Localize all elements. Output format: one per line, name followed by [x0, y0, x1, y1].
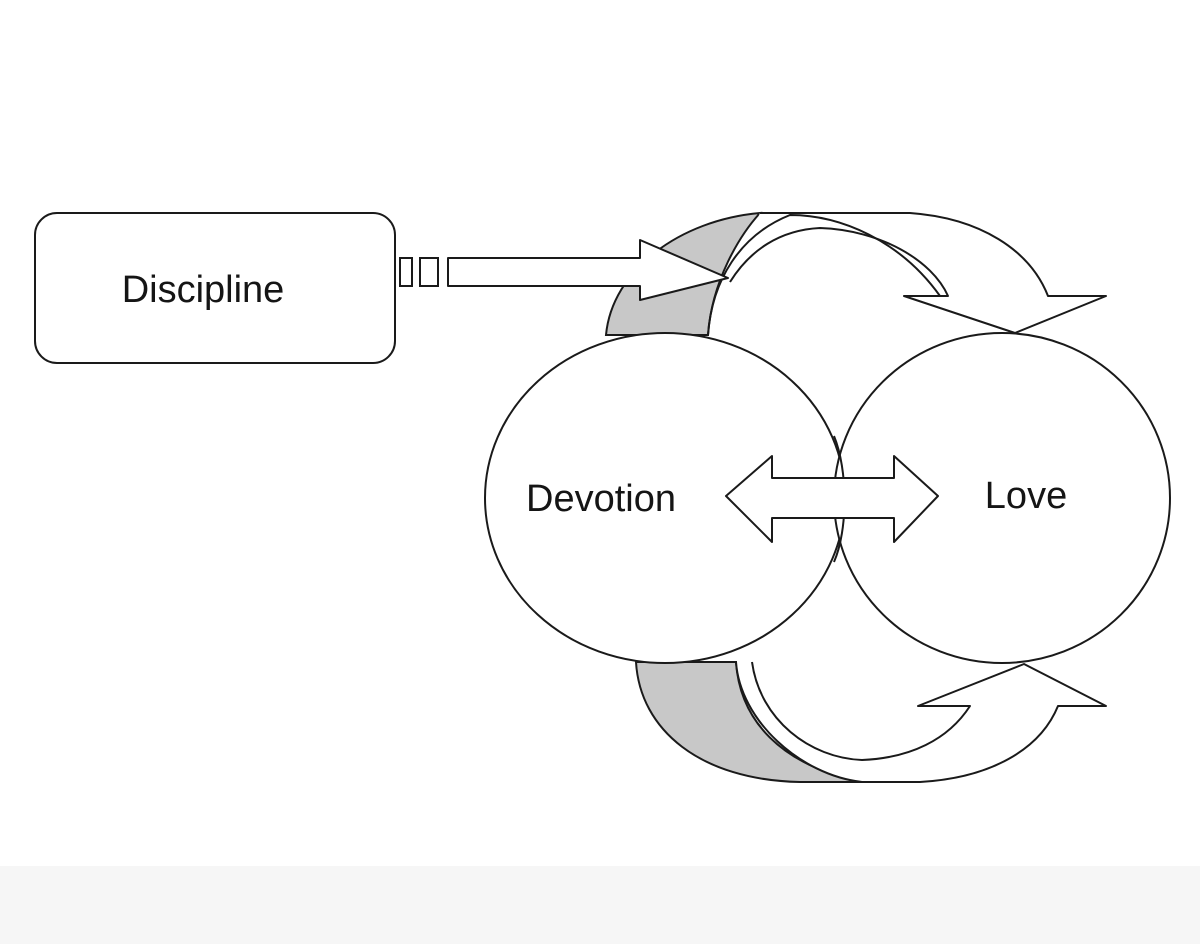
- bottom-crescent-shade: [634, 661, 863, 783]
- devotion-label: Devotion: [526, 478, 676, 520]
- bottom-outer-loop: [735, 661, 1107, 783]
- discipline-label: Discipline: [122, 269, 285, 311]
- discipline-box: [34, 212, 396, 364]
- love-label: Love: [985, 475, 1067, 517]
- top-inner-band: [707, 213, 941, 336]
- connector-dash-1: [399, 257, 413, 287]
- connector-dash-2: [419, 257, 439, 287]
- bottom-cycle-arrow: [634, 661, 1107, 783]
- connector-dashes: [399, 257, 439, 287]
- bottom-strip: [0, 866, 1200, 944]
- discipline-node: Discipline: [34, 212, 396, 364]
- double-arrow: [725, 455, 939, 543]
- top-outer-loop: [729, 212, 1107, 334]
- discipline-arrow: [447, 239, 729, 301]
